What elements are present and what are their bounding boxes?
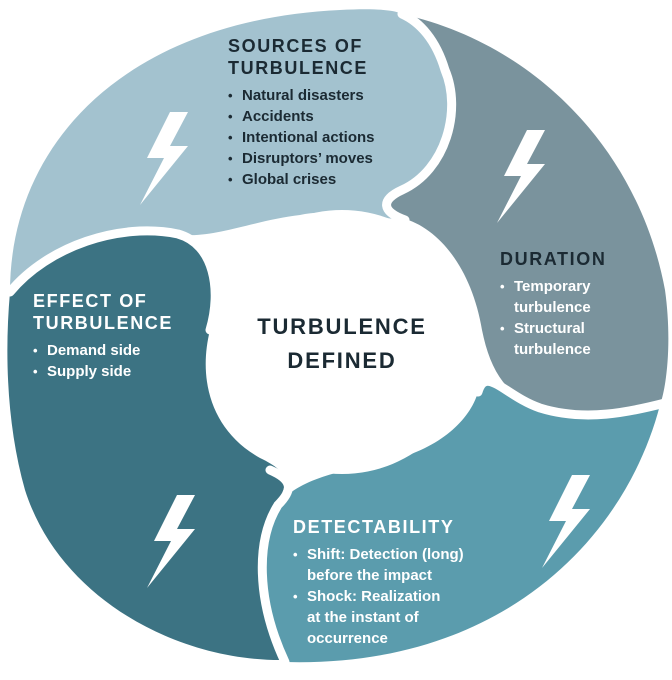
segment-duration <box>387 14 669 416</box>
segment-effect <box>7 230 286 661</box>
lightning-bolt-icon <box>147 495 195 588</box>
lightning-bolt-icon <box>140 112 188 205</box>
separator-right <box>473 376 670 420</box>
segment-detectability <box>262 381 660 663</box>
separator-bottom <box>257 465 293 667</box>
segment-sources <box>10 9 452 292</box>
lightning-bolt-icon <box>497 130 545 223</box>
separator-top <box>382 9 457 225</box>
center-circle <box>210 210 474 474</box>
separator-left <box>5 226 220 335</box>
lightning-bolt-icon <box>542 475 590 568</box>
